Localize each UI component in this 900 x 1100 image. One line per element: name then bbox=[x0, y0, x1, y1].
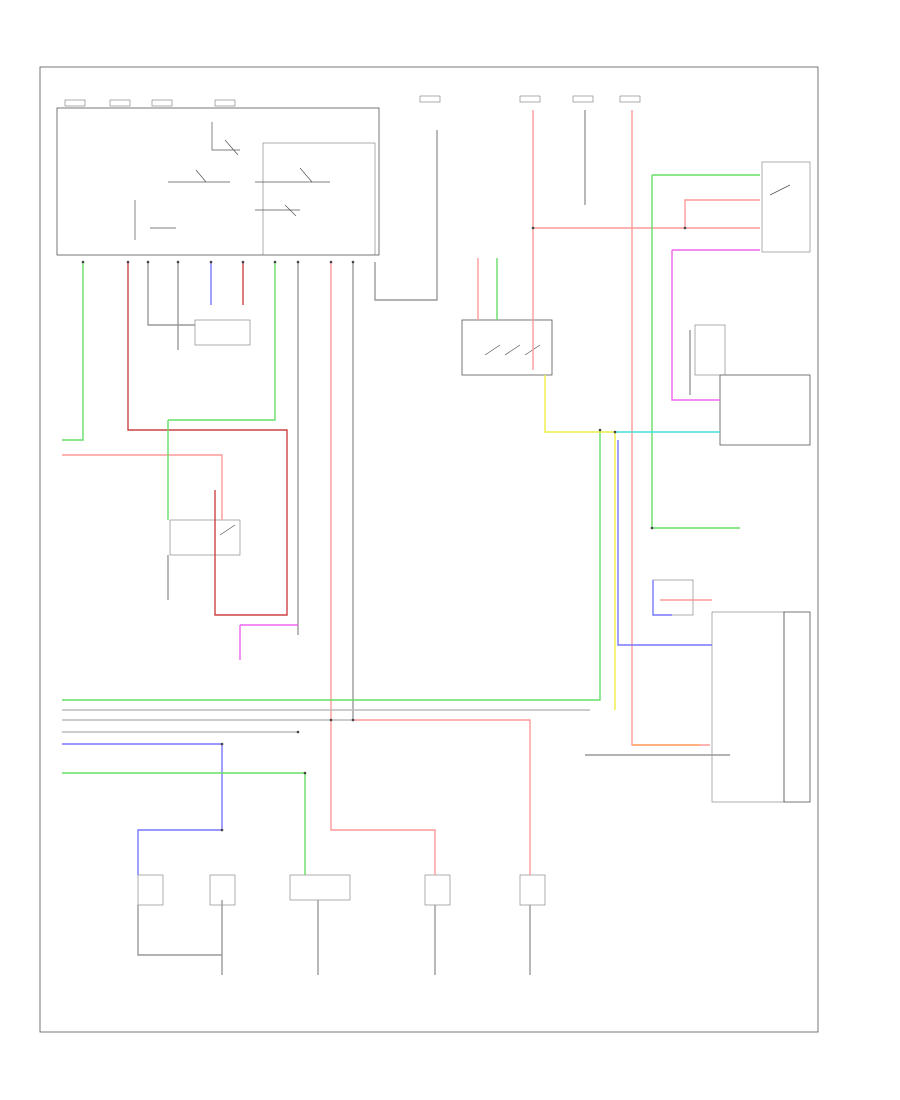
bcm-module-box bbox=[56, 107, 380, 256]
splice-point bbox=[220, 742, 224, 746]
wire-red-26 bbox=[684, 199, 760, 228]
wire-green-0 bbox=[62, 262, 84, 441]
diagram-frame bbox=[39, 66, 819, 1033]
splice-point bbox=[209, 260, 213, 264]
splice-point bbox=[273, 260, 277, 264]
wire-gray-12 bbox=[374, 130, 438, 301]
wire-red-21 bbox=[353, 719, 531, 875]
bottom-components bbox=[137, 874, 546, 906]
wire-blue-35 bbox=[652, 580, 672, 616]
wire-green-8 bbox=[168, 262, 276, 421]
splice-point bbox=[303, 771, 307, 775]
module-inner-right bbox=[694, 324, 726, 376]
wire-green-20 bbox=[62, 772, 306, 875]
fuse-group-right bbox=[419, 95, 641, 103]
splice-point bbox=[296, 730, 300, 734]
fuse-group-left bbox=[64, 99, 236, 107]
wire-red-2 bbox=[62, 454, 223, 520]
wire-yellow-33 bbox=[544, 375, 616, 710]
splice-point bbox=[329, 718, 333, 722]
splice-point bbox=[176, 260, 180, 264]
splice-point bbox=[126, 260, 130, 264]
wire-gray-4 bbox=[147, 262, 195, 326]
splice-point bbox=[613, 430, 617, 434]
wire-red-24 bbox=[631, 110, 710, 746]
splice-point bbox=[683, 226, 687, 230]
splice-point bbox=[351, 260, 355, 264]
connector-box-mid bbox=[461, 319, 553, 376]
splice-point bbox=[146, 260, 150, 264]
wire-green-15 bbox=[62, 430, 601, 701]
splice-point bbox=[598, 428, 602, 432]
wire-blue-19 bbox=[62, 743, 223, 875]
module-tall-right bbox=[783, 611, 811, 803]
ground-splice-box bbox=[194, 319, 251, 346]
splice-point bbox=[650, 526, 654, 530]
connector-ticks bbox=[81, 226, 687, 832]
wire-red-10 bbox=[330, 262, 436, 875]
splice-point bbox=[81, 260, 85, 264]
relay-box-left bbox=[169, 519, 241, 556]
relay-switches bbox=[134, 122, 330, 240]
wire-magenta-30 bbox=[671, 250, 720, 401]
wire-darkred-1 bbox=[127, 262, 288, 616]
wire-layer bbox=[62, 110, 760, 975]
splice-point bbox=[296, 260, 300, 264]
splice-point bbox=[531, 226, 535, 230]
module-box-lower-right bbox=[711, 611, 785, 803]
wire-blue-34 bbox=[617, 440, 712, 646]
splice-point bbox=[241, 260, 245, 264]
bcm-inner-box bbox=[262, 142, 376, 256]
splice-point bbox=[220, 828, 224, 832]
splice-point bbox=[351, 718, 355, 722]
wire-gray-46 bbox=[137, 905, 222, 956]
switch-box-top-right bbox=[761, 161, 811, 253]
splice-point bbox=[329, 260, 333, 264]
relay-box-lower-mid bbox=[652, 579, 694, 616]
module-box-right bbox=[719, 374, 811, 446]
